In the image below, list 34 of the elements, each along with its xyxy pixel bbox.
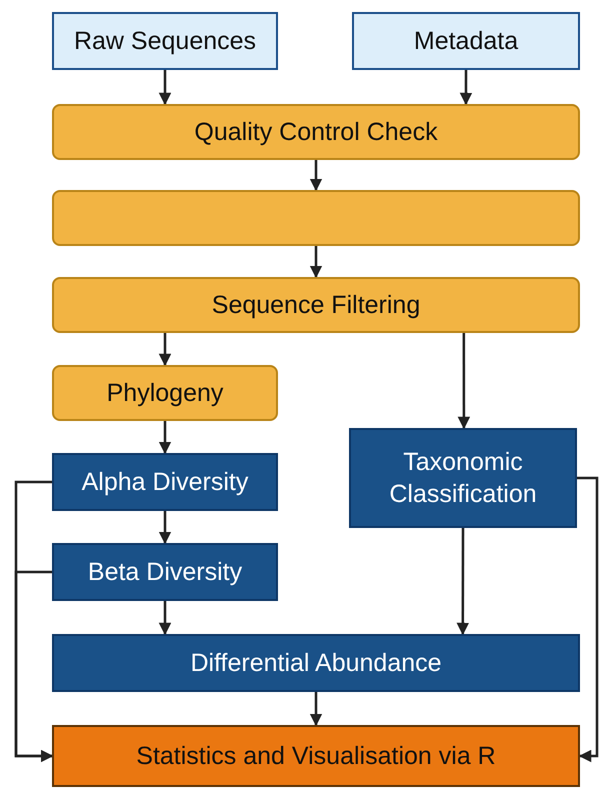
process-box	[52, 634, 580, 692]
node-label: Differential Abundance	[190, 648, 442, 679]
arrow	[460, 70, 472, 106]
empty-box	[52, 190, 580, 246]
node-label: Quality Control Check	[194, 116, 438, 148]
arrow	[158, 511, 172, 544]
process-box	[52, 453, 278, 511]
process-box	[52, 543, 278, 601]
arrow	[310, 160, 322, 192]
node-label: Statistics and Visualisation via R	[136, 740, 496, 772]
node-label: Beta Diversity	[88, 556, 242, 588]
arrow	[456, 528, 470, 636]
node-label: Raw Sequences	[74, 26, 256, 57]
node-label: Sequence Filtering	[212, 290, 420, 321]
arrow	[458, 333, 470, 430]
process-box	[52, 104, 580, 160]
process-box	[352, 12, 580, 70]
process-box	[349, 428, 577, 528]
process-box	[52, 12, 278, 70]
arrow	[158, 421, 172, 454]
node-label: Phylogeny	[106, 378, 224, 409]
node-label: Taxonomic Classification	[388, 446, 538, 510]
arrow	[310, 692, 322, 726]
arrow	[577, 476, 598, 762]
arrow	[158, 601, 172, 636]
node-label: Metadata	[414, 26, 518, 57]
arrow	[14, 570, 54, 762]
process-box	[52, 365, 278, 421]
arrow	[158, 333, 172, 366]
arrow	[158, 70, 172, 106]
process-box	[52, 277, 580, 333]
arrow	[310, 246, 322, 278]
node-label: Alpha Diversity	[82, 466, 248, 498]
process-box	[52, 725, 580, 787]
